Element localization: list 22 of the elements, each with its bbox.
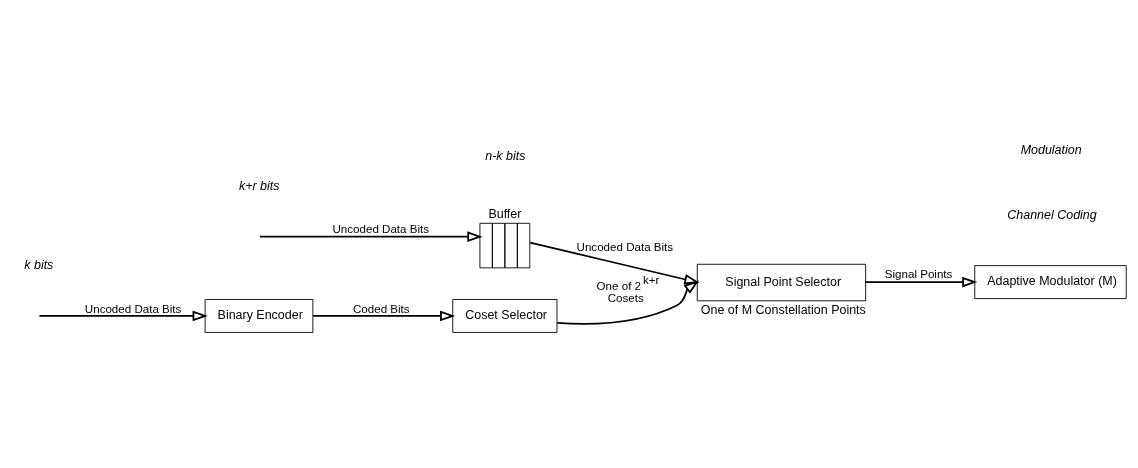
arrow — [312, 310, 456, 322]
arrow — [38, 310, 208, 322]
label: k bits — [24, 258, 54, 273]
node-box: Adaptive Modulator (M) — [974, 265, 1127, 300]
edge-label: Uncoded Data Bits — [84, 302, 182, 315]
label: Channel Coding — [1007, 208, 1097, 223]
node-label: One of M Constellation Points — [700, 303, 866, 318]
edge-label: Uncoded Data Bits — [332, 223, 430, 236]
label: Modulation — [1020, 143, 1082, 158]
node-box: Signal Point Selector — [696, 263, 867, 302]
arrow — [529, 241, 700, 285]
label: k+r bits — [238, 179, 280, 194]
edge-label: Signal Points — [884, 268, 953, 281]
arrow — [864, 276, 978, 288]
arrow — [556, 280, 699, 325]
edge-label: Coded Bits — [352, 302, 410, 315]
arrow — [259, 231, 483, 242]
node-label: Buffer — [488, 207, 522, 222]
node-box: Binary Encoder — [204, 299, 314, 333]
node-box: Coset Selector — [452, 299, 558, 333]
edge-label: Uncoded Data Bits — [576, 241, 674, 254]
label: n-k bits — [485, 148, 526, 163]
